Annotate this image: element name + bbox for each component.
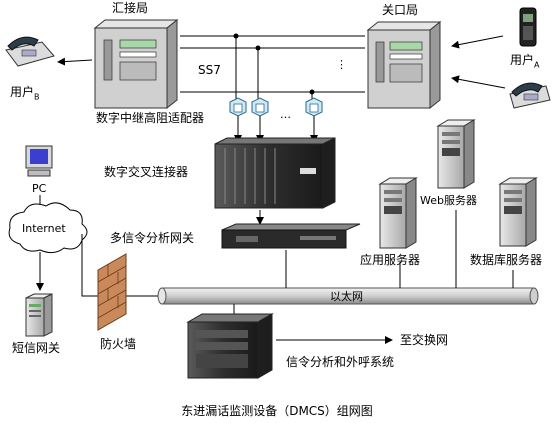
diagram-caption: 东进漏话监测设备（DMCS）组网图: [181, 404, 373, 418]
desk-phone-icon: [509, 82, 551, 109]
user-a-to-gateway-arrow: [451, 35, 504, 49]
db-server-icon: [498, 177, 538, 247]
app-server-icon: [378, 177, 418, 249]
app-server-label: 应用服务器: [360, 253, 421, 267]
adapter-icon: [229, 97, 247, 117]
sms-gateway-label: 短信网关: [12, 341, 61, 355]
tandem-exchange-label: 汇接局: [112, 1, 149, 15]
gateway-label: 多信令分析网关: [110, 231, 195, 245]
to-switch-label: 至交换网: [400, 333, 449, 347]
signaling-gateway-icon: [221, 223, 361, 249]
user-a-to-gateway-arrow: [451, 75, 506, 89]
adapter-icon: [305, 97, 323, 117]
web-server-label: Web服务器: [420, 194, 477, 207]
desk-phone-icon: [5, 36, 55, 67]
ethernet-bus-icon: [157, 287, 539, 305]
db-server-label: 数据库服务器: [470, 253, 543, 267]
tandem-to-user-b-arrow: [57, 57, 93, 66]
firewall-icon: [97, 253, 127, 331]
gateway-exchange-label: 关口局: [382, 3, 419, 17]
ellipsis-dots: ⋮: [336, 58, 347, 71]
analysis-system-icon: [186, 313, 274, 379]
web-server-icon: [436, 119, 476, 189]
ss7-label: SS7: [198, 63, 221, 77]
ss7-trunk-lines: [180, 35, 365, 93]
analysis-system-label: 信令分析和外呼系统: [286, 355, 395, 369]
firewall-label: 防火墙: [100, 337, 137, 351]
cross-connect-icon: [214, 137, 336, 209]
ethernet-label: 以太网: [330, 290, 363, 303]
mobile-phone-icon: [519, 7, 537, 47]
pc-icon: [25, 145, 53, 177]
sms-gateway-icon: [25, 293, 53, 337]
ellipsis-dots: …: [280, 108, 291, 121]
internet-cloud-icon: [8, 202, 88, 254]
tandem-exchange-icon: [93, 18, 179, 110]
pc-label: PC: [32, 182, 47, 195]
adapter-label: 数字中继高阻适配器: [96, 111, 205, 125]
internet-label: Internet: [22, 222, 66, 235]
adapter-icon: [251, 97, 269, 117]
user-b-label: 用户B: [10, 85, 40, 102]
user-a-label: 用户A: [510, 53, 540, 70]
gateway-exchange-icon: [366, 20, 442, 110]
internet-to-ethernet-line: [81, 234, 162, 297]
dxc-label: 数字交叉连接器: [104, 165, 189, 179]
